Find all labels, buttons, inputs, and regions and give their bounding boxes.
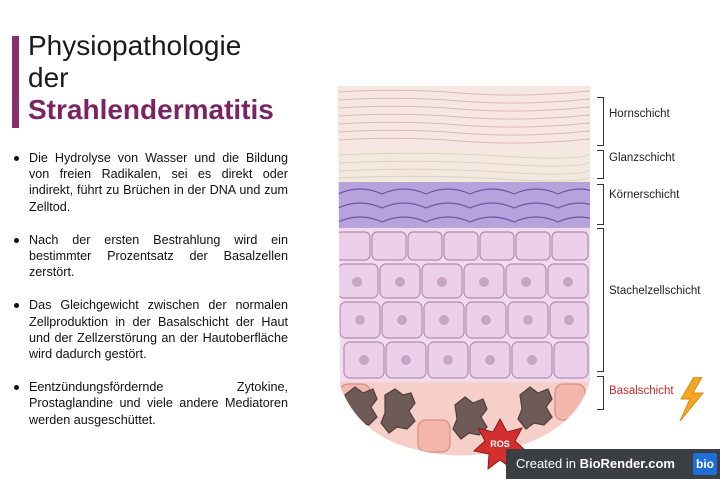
biorender-logo-icon: bio (693, 453, 717, 475)
title-line-2: der (28, 62, 69, 93)
lightning-icon (679, 377, 705, 421)
page-title: Physiopathologie der Strahlendermatitis (28, 30, 274, 126)
bullet-item-3: Das Gleichgewicht zwischen der normalen … (12, 297, 288, 362)
brace-glanzschicht (597, 150, 604, 179)
bullet-item-1: Die Hydrolyse von Wasser und die Bildung… (12, 150, 288, 215)
label-stachelzellschicht: Stachelzellschicht (609, 285, 701, 297)
biorender-footer[interactable]: Created in BioRender.com bio (506, 449, 720, 479)
title-accent-bar (12, 36, 19, 128)
bullet-item-2: Nach der ersten Bestrahlung wird ein bes… (12, 232, 288, 281)
bullet-item-4: Eentzündungsfördernde Zytokine, Prostagl… (12, 379, 288, 428)
corneum-lines (338, 89, 590, 144)
ros-star: ROS (472, 417, 528, 471)
brace-hornschicht (597, 97, 604, 146)
skin-layers-illustration: ROS (338, 86, 590, 471)
brace-stachelzellschicht (597, 228, 604, 372)
footer-text: Created in BioRender.com (516, 456, 675, 471)
footer-brand: BioRender.com (579, 456, 675, 471)
brace-koernerschicht (597, 184, 604, 225)
title-line-1: Physiopathologie (28, 30, 242, 61)
ros-label: ROS (490, 439, 510, 449)
label-hornschicht: Hornschicht (609, 108, 670, 120)
label-glanzschicht: Glanzschicht (609, 152, 675, 164)
footer-prefix: Created in (516, 456, 580, 471)
label-koernerschicht: Körnerschicht (609, 189, 680, 201)
bullet-list: Die Hydrolyse von Wasser und die Bildung… (12, 150, 288, 445)
brace-basalschicht (597, 376, 604, 410)
title-line-3: Strahlendermatitis (28, 94, 274, 125)
label-basalschicht: Basalschicht (609, 385, 674, 397)
